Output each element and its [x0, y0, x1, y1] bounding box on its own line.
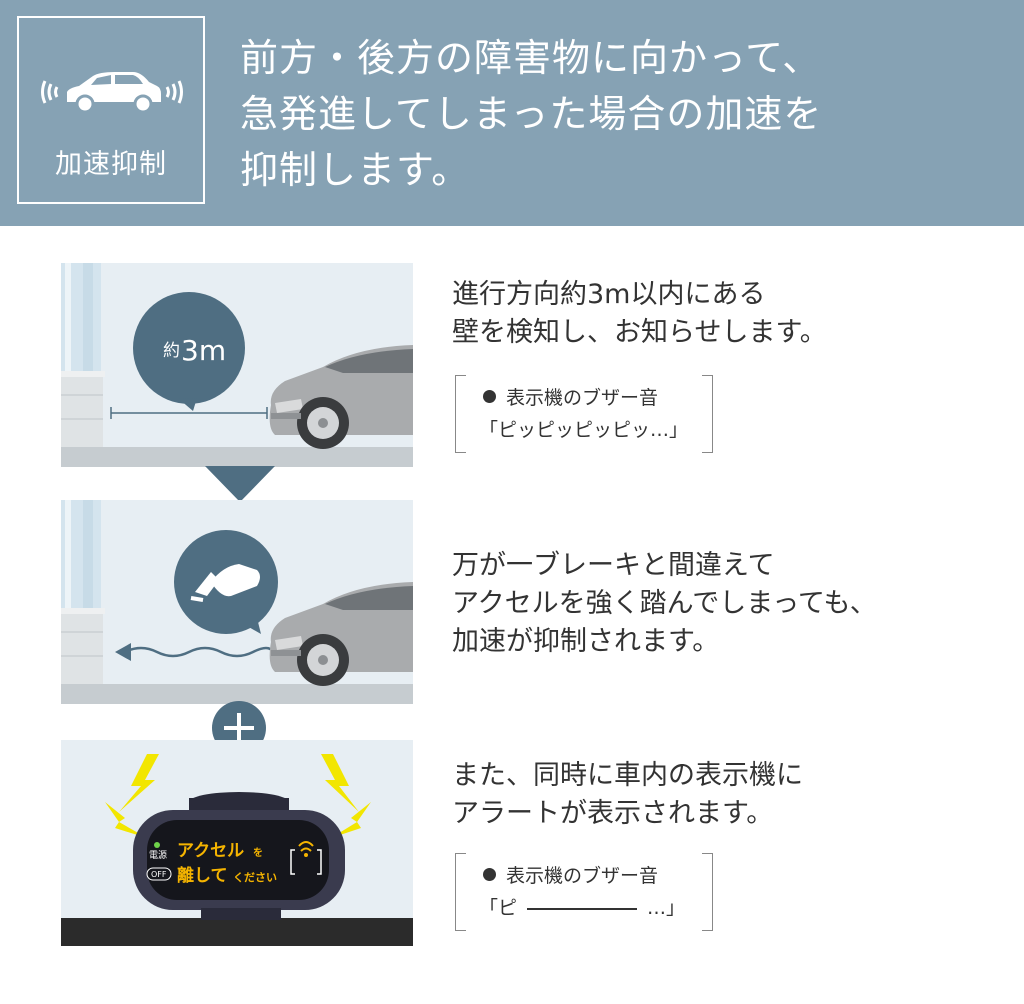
sonar-icon: [290, 841, 322, 875]
distance-label-small: 約: [163, 341, 180, 361]
description-line: アクセルを強く踏んでしまっても、: [452, 588, 877, 619]
wall-detection-illustration: 約 3m: [61, 263, 413, 467]
bullet-icon: [483, 390, 496, 403]
display-line1-small: を: [253, 847, 263, 859]
acceleration-suppression-illustration: [61, 500, 413, 704]
description-line: アラートが表示されます。: [452, 798, 774, 829]
car-illustration: [269, 345, 413, 449]
description-line: 万が一ブレーキと間違えて: [452, 550, 775, 581]
car-sensor-icon: [41, 72, 183, 114]
display-line2-small: ください: [233, 871, 277, 884]
step1-description: 進行方向約3m以内にある 壁を検知し、お知らせします。: [452, 276, 827, 352]
display-line1-main: アクセル: [177, 841, 244, 861]
power-label: 電源: [149, 850, 167, 861]
description-line: また、同時に車内の表示機に: [452, 760, 803, 791]
off-label: OFF: [151, 870, 167, 879]
headline-line: 前方・後方の障害物に向かって、: [240, 36, 822, 80]
buzzer-label: 表示機のブザー音: [506, 865, 659, 887]
buzzer-label: 表示機のブザー音: [506, 387, 659, 409]
buzzer-sound-start: 「ピ: [479, 897, 518, 919]
arrow-down-icon: [205, 466, 275, 502]
foot-pedal-icon: [190, 564, 260, 602]
buzzer-note-1: 表示機のブザー音 「ピッピッピッピッ…」: [455, 375, 713, 453]
buzzer-note-2: 表示機のブザー音 「ピ …」: [455, 853, 713, 931]
headline: 前方・後方の障害物に向かって、 急発進してしまった場合の加速を 抑制します。: [240, 30, 1010, 198]
display-line2-main: 離して: [177, 865, 228, 886]
description-line: 加速が抑制されます。: [452, 626, 720, 657]
distance-label: 3m: [181, 334, 226, 367]
bullet-icon: [483, 868, 496, 881]
buzzer-sound: 「ピッピッピッピッ…」: [479, 419, 689, 441]
long-tone-line: [527, 907, 638, 910]
step2-description: 万が一ブレーキと間違えて アクセルを強く踏んでしまっても、 加速が抑制されます。: [452, 547, 877, 661]
description-line: 壁を検知し、お知らせします。: [452, 317, 827, 348]
headline-line: 抑制します。: [240, 148, 471, 192]
car-illustration: [269, 582, 413, 686]
header-banner: 加速抑制 前方・後方の障害物に向かって、 急発進してしまった場合の加速を 抑制し…: [0, 0, 1024, 226]
buzzer-sound-end: …」: [647, 897, 686, 919]
feature-badge: 加速抑制: [17, 16, 205, 204]
badge-label: 加速抑制: [55, 149, 167, 180]
description-line: 進行方向約3m以内にある: [452, 279, 766, 310]
in-car-display-illustration: 電源 OFF アクセル を 離して ください: [61, 740, 413, 946]
step3-description: また、同時に車内の表示機に アラートが表示されます。: [452, 757, 803, 833]
headline-line: 急発進してしまった場合の加速を: [240, 92, 823, 136]
